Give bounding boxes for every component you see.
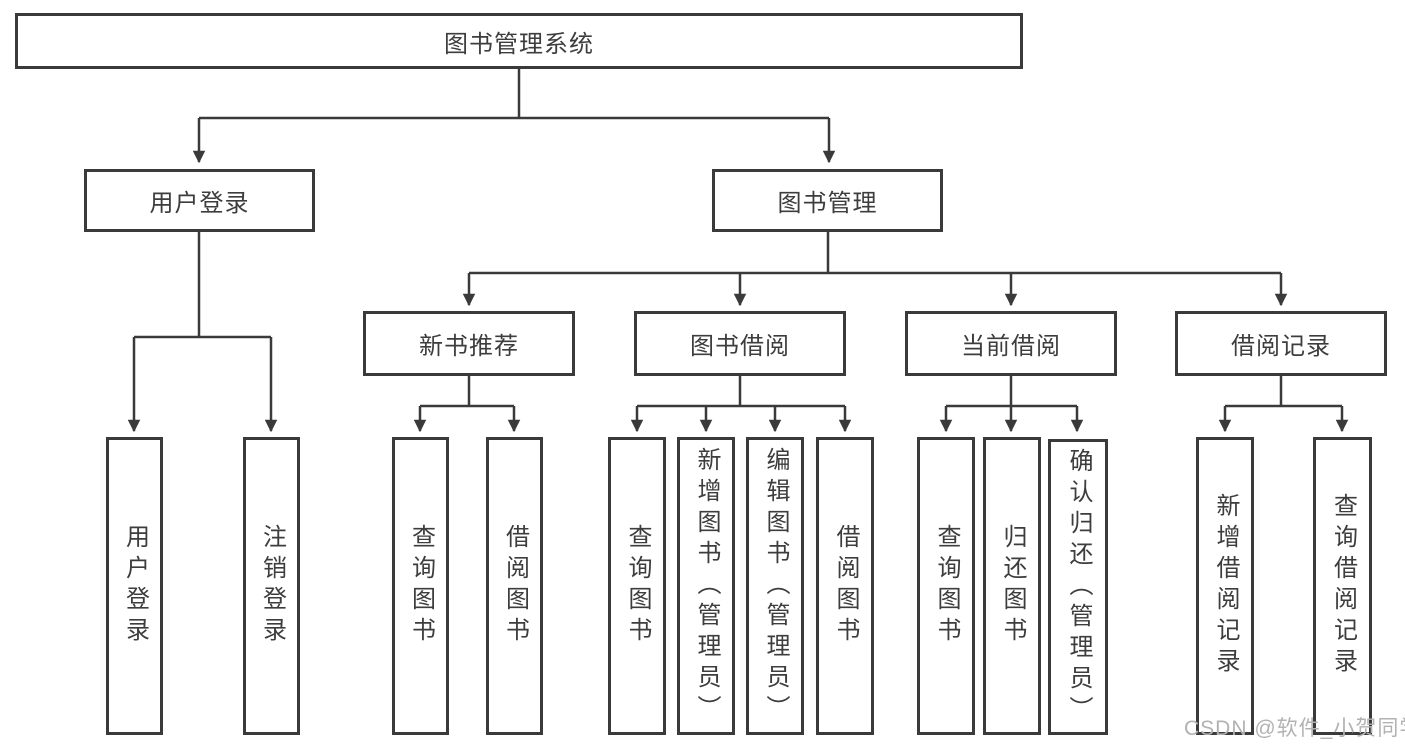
connector-borrow-records <box>1218 376 1349 433</box>
node-book-management-label: 图书管理 <box>777 190 878 217</box>
leaf-query-books-borrow-label: 查询图书 <box>624 524 651 648</box>
leaf-add-books-admin: 新增图书（管理员） <box>677 437 735 735</box>
connector-root <box>192 69 836 164</box>
node-book-borrow-label: 图书借阅 <box>690 333 790 360</box>
leaf-add-borrow-record: 新增借阅记录 <box>1196 437 1254 735</box>
connector-current-borrow <box>939 376 1084 433</box>
leaf-borrow-books-label: 借阅图书 <box>832 524 859 648</box>
leaf-user-login-label: 用户登录 <box>121 524 149 648</box>
node-root: 图书管理系统 <box>15 13 1023 69</box>
connector-book-borrow <box>630 376 852 433</box>
connector-new-book <box>413 376 521 433</box>
leaf-query-books-borrow: 查询图书 <box>608 437 666 735</box>
node-book-management: 图书管理 <box>712 169 943 232</box>
leaf-query-books-recommend-label: 查询图书 <box>407 524 435 648</box>
leaf-add-books-admin-label: 新增图书（管理员） <box>693 446 720 726</box>
node-root-label: 图书管理系统 <box>444 30 594 58</box>
leaf-edit-books-admin-label: 编辑图书（管理员） <box>762 446 789 726</box>
leaf-add-borrow-record-label: 新增借阅记录 <box>1212 493 1239 679</box>
connector-book-management <box>462 231 1288 307</box>
leaf-query-books-recommend: 查询图书 <box>392 437 449 735</box>
leaf-confirm-return-admin-label: 确认归还（管理员） <box>1065 447 1092 727</box>
node-current-borrow-label: 当前借阅 <box>961 333 1061 360</box>
node-user-login: 用户登录 <box>84 169 315 232</box>
node-user-login-label: 用户登录 <box>149 190 250 217</box>
leaf-borrow-books-recommend-label: 借阅图书 <box>501 524 529 648</box>
leaf-borrow-books-recommend: 借阅图书 <box>486 437 543 735</box>
leaf-query-books-current: 查询图书 <box>917 437 975 735</box>
leaf-query-borrow-record-label: 查询借阅记录 <box>1329 493 1357 679</box>
node-book-borrow: 图书借阅 <box>634 311 846 376</box>
leaf-logout-login-label: 注销登录 <box>258 524 286 648</box>
leaf-logout-login: 注销登录 <box>243 437 300 735</box>
leaf-query-books-current-label: 查询图书 <box>933 524 960 648</box>
leaf-query-borrow-record: 查询借阅记录 <box>1313 437 1372 735</box>
node-borrow-records: 借阅记录 <box>1175 311 1387 376</box>
leaf-confirm-return-admin: 确认归还（管理员） <box>1048 439 1108 735</box>
leaf-return-books-label: 归还图书 <box>999 524 1026 648</box>
node-current-borrow: 当前借阅 <box>905 311 1117 376</box>
connector-user-login <box>127 231 278 433</box>
leaf-return-books: 归还图书 <box>983 437 1041 735</box>
leaf-user-login: 用户登录 <box>106 437 163 735</box>
leaf-borrow-books: 借阅图书 <box>816 437 874 735</box>
leaf-edit-books-admin: 编辑图书（管理员） <box>746 437 804 735</box>
node-new-book-recommend: 新书推荐 <box>363 311 575 376</box>
watermark: CSDN @软件_小贺同学 <box>1184 717 1405 740</box>
node-new-book-recommend-label: 新书推荐 <box>419 333 519 360</box>
node-borrow-records-label: 借阅记录 <box>1231 333 1331 360</box>
